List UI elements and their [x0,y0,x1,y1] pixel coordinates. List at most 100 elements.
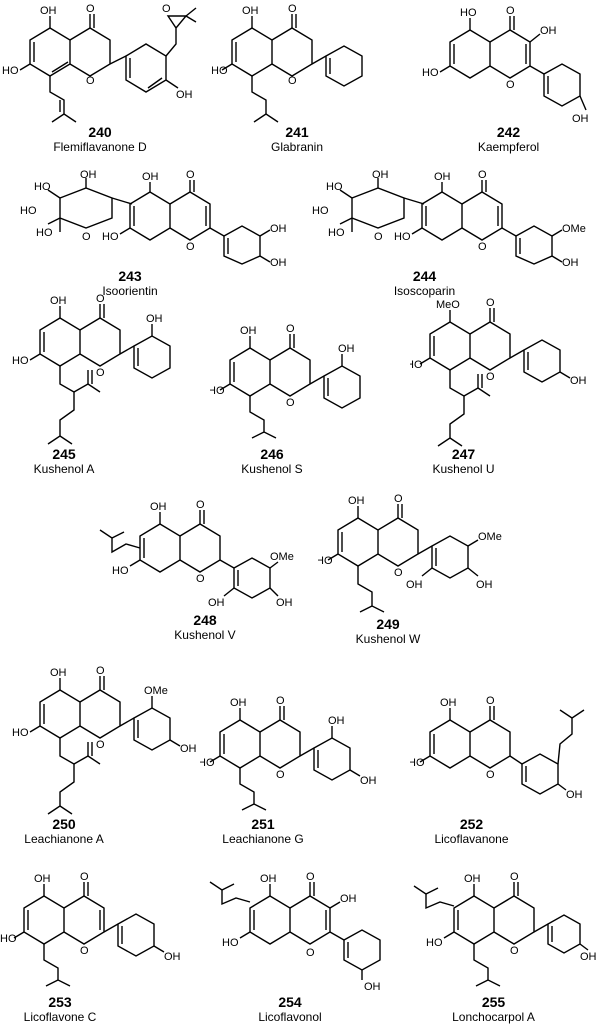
label-249-0: OH [348,495,365,507]
compound-name: Flemiflavanone D [53,140,147,154]
label-255-0: OH [464,873,481,885]
compound-name: Kushenol S [241,462,303,476]
label-242-3: HO [422,67,439,79]
label-245-0: OH [50,295,67,307]
structure-252: OH O HO O OH [410,695,585,801]
label-240-3: O [86,75,95,87]
label-241-2: HO [212,65,228,77]
compound-name: Licoflavonol [258,1010,322,1024]
label-253-1: O [80,872,89,883]
label-246-0: OH [240,325,257,337]
structure-254: OH O OH HO O OH [209,872,381,992]
label-242-0: HO [460,7,477,19]
structure-241: OH O HO O [212,3,363,123]
compound-number: 249 [376,616,400,632]
label-255-3: O [510,945,519,957]
compound-number: 248 [193,612,217,628]
label-242-5: OH [572,113,589,125]
compound-number: 246 [260,446,284,462]
structure-251: OH O OH HO O OH [200,695,377,811]
label-254-2: OH [340,893,357,905]
compound-number: 250 [52,816,76,832]
label-243-5: O [186,170,195,181]
label-255-1: O [510,872,519,883]
structure-255: OH O HO O OH [413,872,597,987]
structure-245: OH O OH HO O [12,293,171,445]
compound-240: OH O HO O O OH 240 Flemiflavanone D [0,0,200,160]
label-252-4: OH [566,789,583,801]
label-250-4: O [96,739,105,751]
compound-number: 241 [285,124,309,140]
label-249-4: O [394,567,403,579]
label-248-2: OMe [270,551,294,563]
label-251-0: OH [230,697,247,709]
label-251-5: OH [360,775,377,787]
label-244-10: OH [562,257,579,266]
structure-244: HO HO OH O HO O HO OH O OMe OH [312,170,586,266]
label-248-5: OH [208,597,225,609]
compound-name: Licoflavanone [434,832,509,846]
structure-249: OH O OMe HO O OH OH [318,493,502,613]
label-245-2: OH [146,313,163,325]
label-253-4: OH [164,951,181,963]
label-244-1: HO [312,205,329,217]
label-250-0: OH [50,667,67,679]
compound-number: 243 [118,268,142,284]
compound-name: Lonchocarpol A [452,1010,535,1024]
label-252-3: O [486,769,495,781]
label-245-3: HO [12,355,29,367]
label-250-5: OH [180,743,197,755]
label-253-3: O [80,945,89,957]
compound-241: OH O HO O 241 Glabranin [212,0,382,160]
compound-248: OH O OMe HO O OH OH 248 Kushenol V [90,500,300,660]
structure-247: MeO O HO O OH [410,297,587,447]
label-252-1: O [486,695,495,707]
compound-251: OH O OH HO O OH 251 Leachianone G [200,694,390,854]
compound-247: MeO O HO O OH 247 Kushenol U [410,292,597,476]
label-240-5: OH [176,89,193,101]
label-254-0: OH [260,873,277,885]
compound-name: Isoscoparin [393,284,456,298]
compound-name: Kaempferol [477,140,540,154]
label-247-1: O [486,297,495,309]
compound-name: Kushenol A [33,462,95,476]
compound-243: HO HO OH O HO O HO OH O OH OH 243 Isoori… [20,170,300,330]
label-246-2: OH [338,343,355,355]
label-244-7: OH [434,171,451,183]
label-247-3: O [486,371,495,383]
label-244-2: OH [372,170,389,181]
compound-245: OH O OH HO O 245 Kushenol A [0,292,200,476]
label-249-1: O [394,493,403,505]
label-241-1: O [288,3,297,15]
label-244-9: OMe [562,223,586,235]
label-244-4: HO [328,227,345,239]
label-246-1: O [286,323,295,335]
label-249-2: OMe [478,531,502,543]
label-243-3: O [82,231,91,243]
compound-name: Kushenol U [432,462,495,476]
label-254-4: O [306,947,315,959]
structure-240: OH O HO O O OH [2,3,197,123]
label-248-1: O [196,500,205,511]
label-250-1: O [96,666,105,677]
compound-name: Isoorientin [102,284,158,298]
label-244-6: HO [394,231,411,243]
label-244-0: HO [326,181,343,193]
label-247-4: OH [570,375,587,387]
label-249-6: OH [476,579,493,591]
compound-number: 252 [459,816,484,832]
label-246-4: O [286,397,295,409]
label-251-3: HO [200,757,215,769]
structure-248: OH O OMe HO O OH OH [99,500,294,609]
compound-number: 251 [251,816,275,832]
compound-254: OH O OH HO O OH 254 Licoflavonol [200,872,400,1032]
label-245-4: O [96,367,105,379]
label-244-8: O [478,241,487,253]
label-244-5: O [478,170,487,181]
label-249-3: HO [318,555,333,567]
structure-242: HO O OH HO O OH [422,5,589,125]
label-243-1: HO [20,205,37,217]
label-242-4: O [506,79,515,91]
compound-number: 255 [481,994,506,1010]
